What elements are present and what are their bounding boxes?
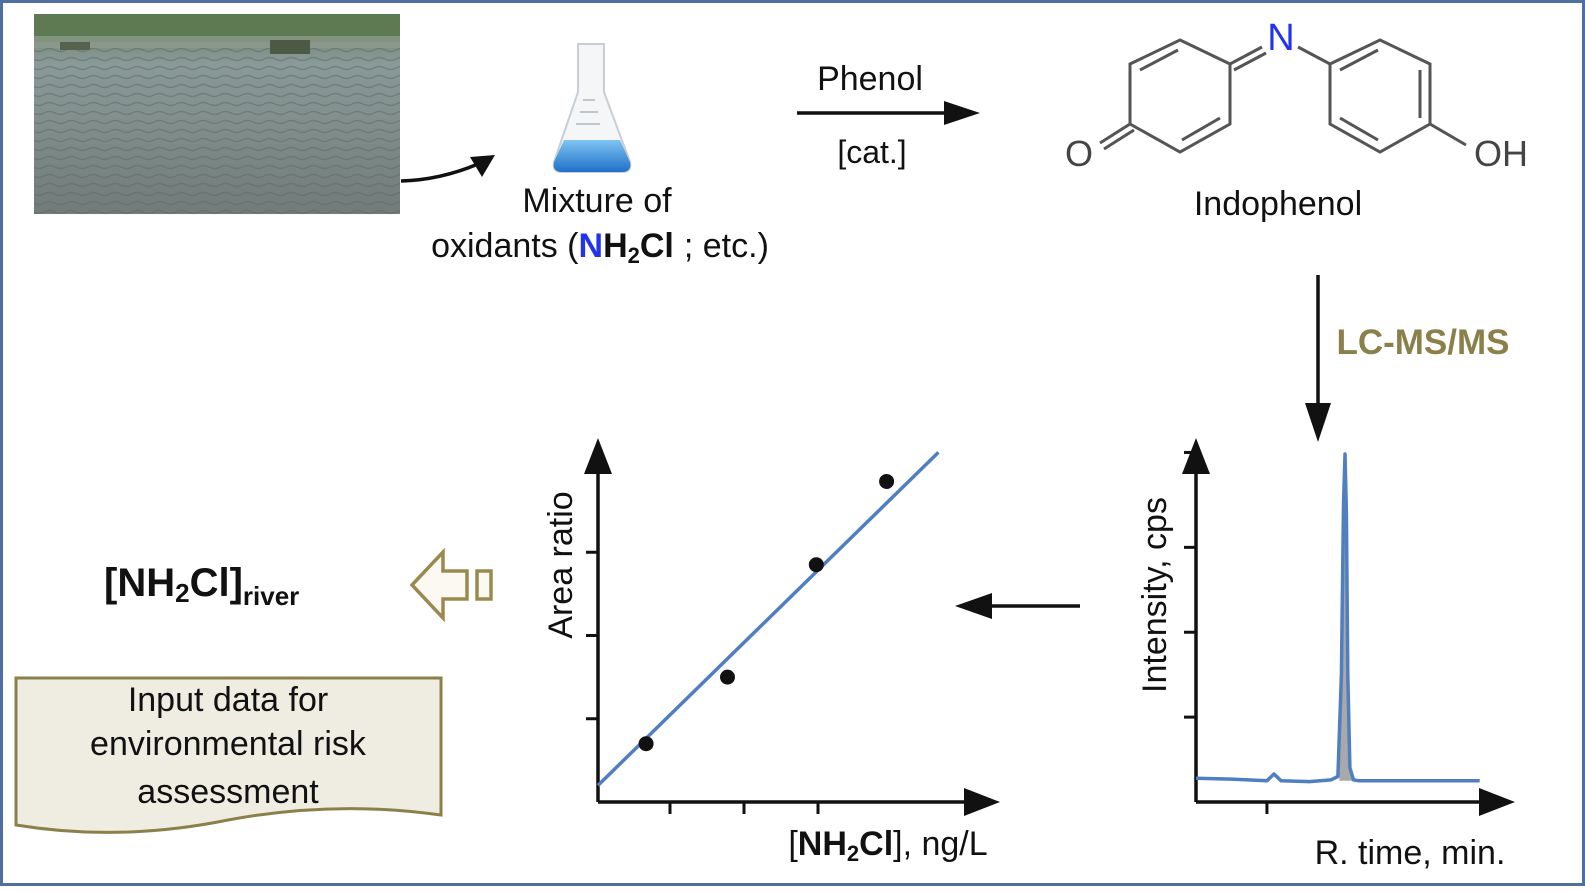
chromatogram-to-calibration-arrowhead <box>955 593 992 619</box>
chromatogram-ylabel: Intensity, cps <box>1136 497 1174 693</box>
note-line3: assessment <box>137 773 319 811</box>
calibration-y-arrowhead <box>584 438 612 474</box>
calibration-point <box>638 736 654 752</box>
calibration-point <box>879 473 895 489</box>
catalyst-label: [cat.] <box>837 134 906 170</box>
photo-to-flask-arrow <box>400 162 479 183</box>
flask-label-line1: Mixture of <box>522 182 672 220</box>
analysis-arrowhead <box>1305 403 1331 442</box>
analysis-method: LC-MS/MS <box>1336 323 1509 362</box>
flask-label-line2: oxidants (NH2Cl; etc.) <box>431 227 769 268</box>
calibration-points <box>638 473 895 752</box>
calibration-xlabel: [NH2Cl], ng/L <box>788 825 987 866</box>
calibration-point <box>808 557 824 573</box>
chromatogram-ticks <box>1184 450 1269 814</box>
calibration-fit-line <box>596 451 940 787</box>
atom-n: N <box>1267 17 1294 59</box>
calibration-ylabel: Area ratio <box>542 491 580 638</box>
reaction-arrowhead <box>944 101 980 125</box>
calibration-axes <box>596 470 968 804</box>
flask-icon <box>552 43 632 173</box>
calibration-point <box>720 669 735 685</box>
atom-oh: OH <box>1474 133 1528 174</box>
chromatogram-axes <box>1194 470 1482 804</box>
molecule-name: Indophenol <box>1194 185 1362 223</box>
calibration-x-arrowhead <box>964 788 1000 816</box>
atom-o: O <box>1065 133 1093 174</box>
chromatogram-y-arrowhead <box>1182 438 1210 474</box>
note-line1: Input data for <box>128 681 328 719</box>
indophenol-structure <box>1099 38 1467 154</box>
note-line2: environmental risk <box>90 725 367 763</box>
calibration-ticks <box>586 550 820 814</box>
chromatogram-xlabel: R. time, min. <box>1315 834 1506 872</box>
result-concentration: [NH2Cl]river <box>104 561 299 611</box>
reagent-label: Phenol <box>817 60 923 98</box>
outline-arrow-icon <box>409 547 493 623</box>
river-photo <box>34 14 400 214</box>
photo-to-flask-arrowhead <box>470 155 495 177</box>
note-box <box>14 676 443 834</box>
chromatogram-trace <box>1195 452 1480 784</box>
chromatogram-x-arrowhead <box>1479 788 1515 816</box>
